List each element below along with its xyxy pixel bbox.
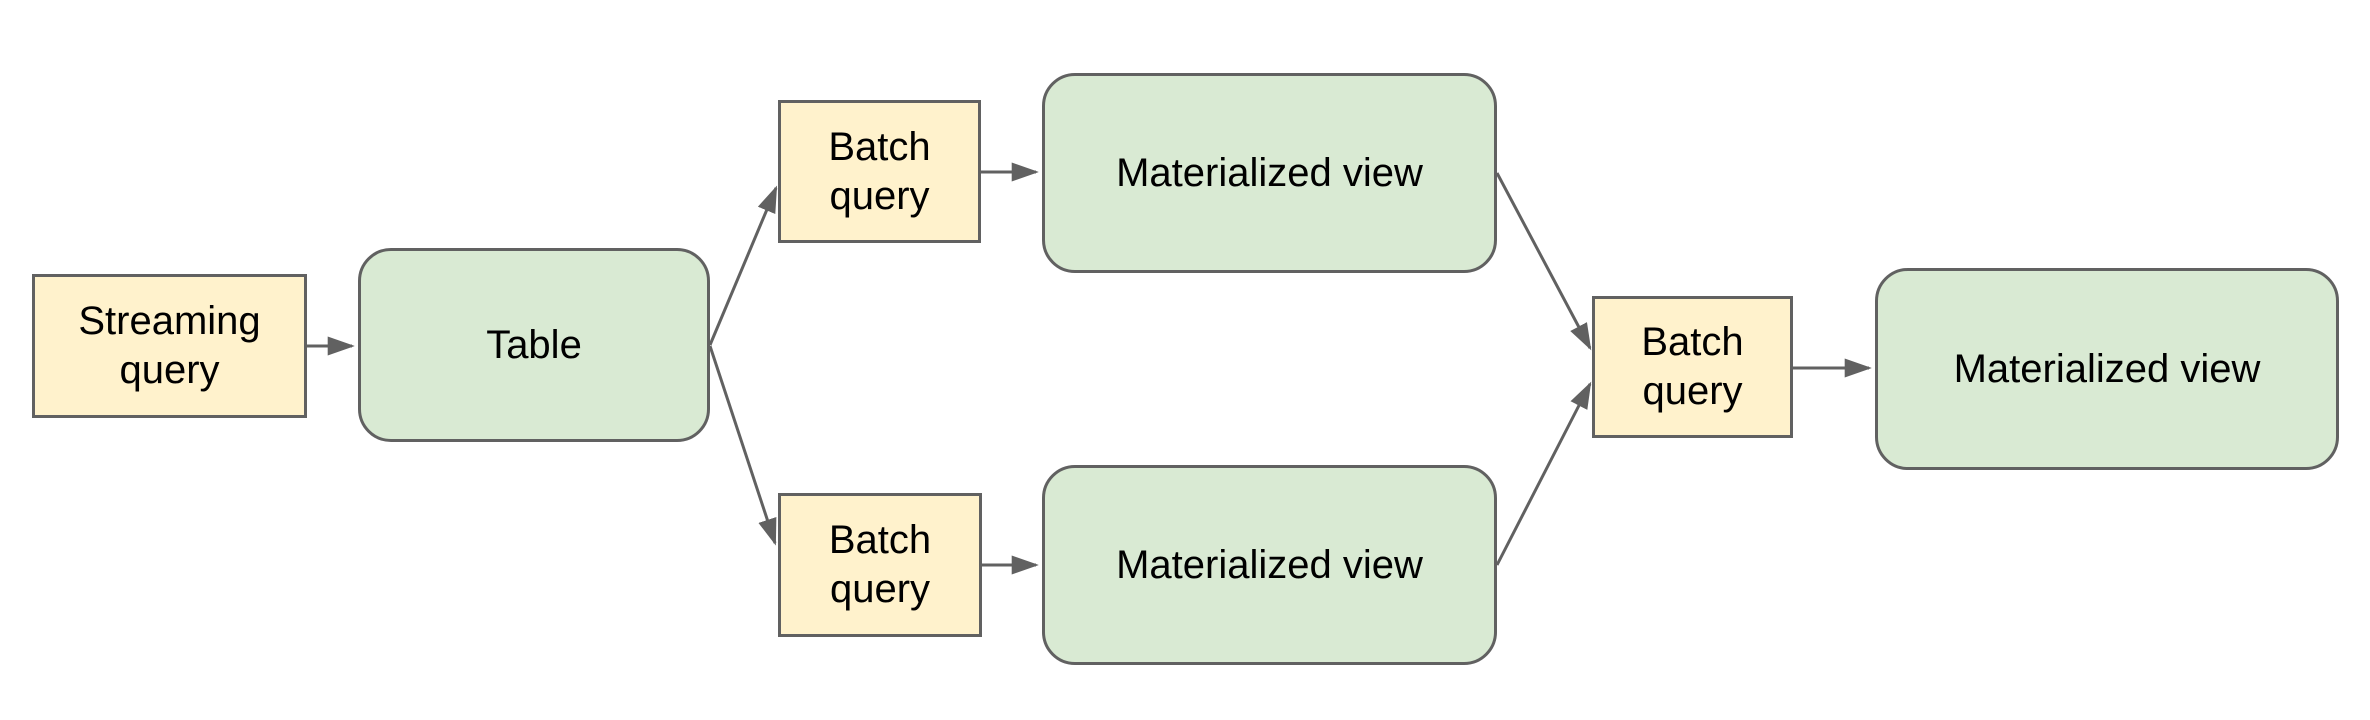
node-batch-query-bottom-label: Batch query [828,518,932,611]
arrow-materialized-view-top-to-batch-query-center [1495,172,1592,351]
node-streaming-query: Streaming query [32,274,307,418]
node-materialized-view-top-label: Materialized view [1116,150,1423,195]
arrow-table-to-batch-query-bottom [708,345,777,546]
node-batch-query-top-label: Batch query [828,124,931,218]
node-batch-query-bottom: Batch query [778,493,982,637]
node-materialized-view-top: Materialized view [1042,73,1497,273]
arrow-materialized-view-bottom-to-batch-query-center [1495,381,1592,566]
node-materialized-view-bottom-label: Materialized view [1116,542,1423,587]
node-materialized-view-final-label: Materialized view [1953,346,2261,391]
node-batch-query-center: Batch query [1592,296,1793,438]
arrow-table-to-batch-query-top [708,185,778,346]
node-materialized-view-bottom: Materialized view [1042,465,1497,665]
node-table: Table [358,248,710,442]
node-streaming-query-label: Streaming query [78,299,261,392]
node-table-label: Table [486,322,582,367]
node-materialized-view-final: Materialized view [1875,268,2339,470]
node-batch-query-top: Batch query [778,100,981,243]
node-batch-query-center-label: Batch query [1641,320,1744,413]
